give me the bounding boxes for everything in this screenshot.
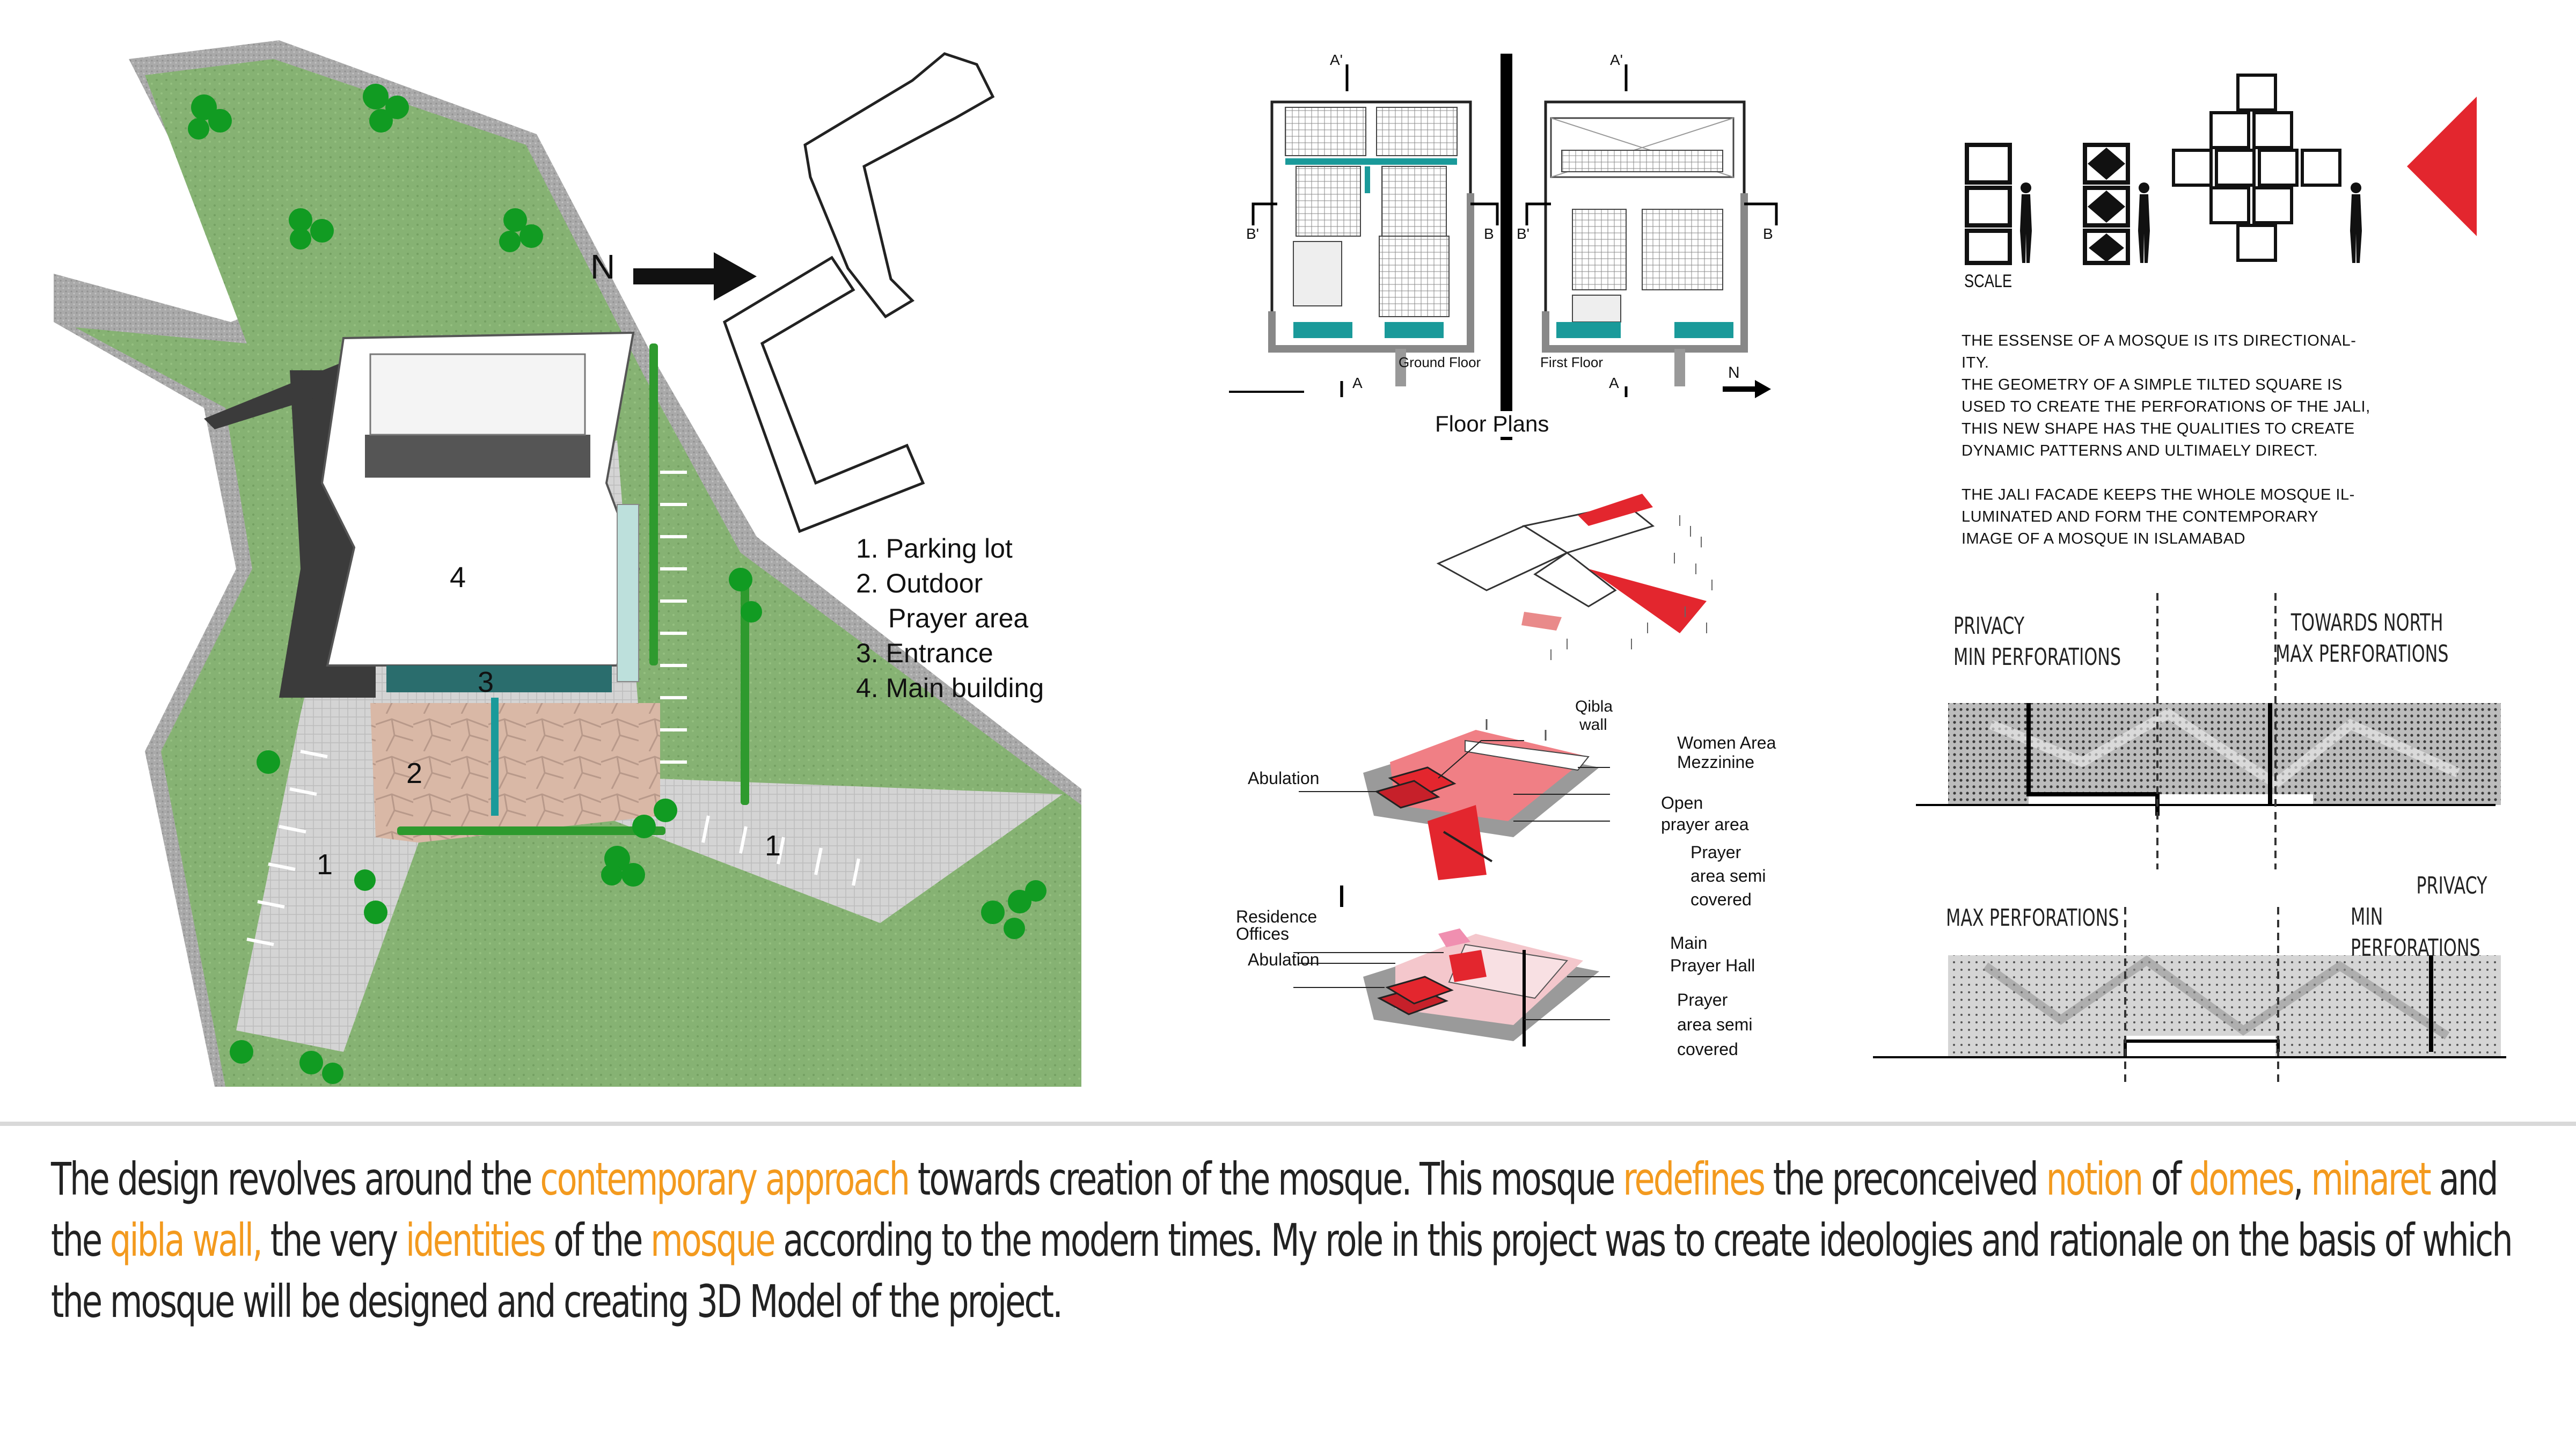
directional-diagram <box>1436 494 1713 660</box>
caption-text: and the <box>51 1153 2499 1267</box>
label-women-area: Women Area Mezzinine <box>1677 733 1776 772</box>
caption-text: the preconceived <box>1763 1153 2046 1205</box>
zone-label-parking: 1 <box>317 848 333 881</box>
label-abulation-upper: Abulation <box>1248 769 1320 788</box>
site-plan: N 1. Parking lot 2. Outdoor Prayer area … <box>0 0 1084 1089</box>
section-mark: B' <box>1517 225 1530 242</box>
north-arrow-icon <box>633 252 757 301</box>
legend-item: 1. Parking lot <box>856 533 1013 564</box>
site-legend: 1. Parking lot 2. Outdoor Prayer area 3.… <box>856 531 1044 706</box>
section-divider <box>0 1122 2576 1126</box>
first-floor-label: First Floor <box>1540 354 1603 370</box>
caption-text: The design revolves around the <box>51 1153 540 1205</box>
section-mark: A' <box>1610 52 1623 68</box>
caption-highlight: minaret <box>2311 1153 2431 1205</box>
caption-highlight: redefines <box>1623 1153 1766 1205</box>
zone-label-main-building: 4 <box>450 561 466 594</box>
zone-label-entrance: 3 <box>478 666 494 698</box>
label-residence-offices: Residence Offices <box>1236 907 1318 943</box>
caption-highlight: contemporary approach <box>540 1153 910 1205</box>
caption-highlight: domes <box>2189 1153 2295 1205</box>
caption-text: according to the modern times. My role i… <box>51 1214 2513 1328</box>
legend-item: Prayer area <box>888 603 1029 633</box>
scale-label: SCALE <box>1964 271 2012 291</box>
section-mark: B <box>1763 225 1773 242</box>
program-axonometric <box>1293 719 1610 1046</box>
floor-plans-title: Floor Plans <box>1433 411 1552 437</box>
floor-plan-north-label: N <box>1728 364 1740 382</box>
site-north-label: N <box>590 247 616 286</box>
facade-bottom-left-label: MAX PERFORATIONS <box>1946 904 2119 932</box>
label-prayer-semi-lower: Prayer area semi covered <box>1677 990 1753 1059</box>
label-prayer-semi-upper: Prayer area semi covered <box>1690 843 1766 909</box>
label-main-prayer-hall: Main Prayer Hall <box>1670 933 1755 975</box>
section-mark: B' <box>1246 225 1260 242</box>
caption-highlight: mosque <box>650 1214 775 1267</box>
floor-plans: A' A' B' B B' B A A Ground Floor First F… <box>1218 43 1782 451</box>
section-mark: A <box>1609 375 1619 391</box>
jali-modules-diagram <box>1965 74 2477 265</box>
caption-highlight: notion <box>2046 1153 2144 1205</box>
jali-description: THE ESSENSE OF A MOSQUE IS ITS DIRECTION… <box>1962 332 2370 547</box>
caption-text: the very <box>261 1214 406 1267</box>
ground-floor-label: Ground Floor <box>1399 354 1481 370</box>
project-caption: The design revolves around the contempor… <box>51 1148 2513 1332</box>
section-mark: A' <box>1330 52 1343 68</box>
label-qibla-wall: Qibla wall <box>1575 698 1613 734</box>
facade-top-right-label: TOWARDS NORTH MAX PERFORATIONS <box>2275 609 2449 668</box>
label-open-prayer-area: Open prayer area <box>1661 793 1749 834</box>
section-mark: A <box>1352 375 1363 391</box>
site-plan-drawing <box>54 40 1081 1087</box>
section-mark: B <box>1484 225 1494 242</box>
zone-label-parking: 1 <box>765 830 781 862</box>
floor-plan-north-arrow-icon <box>1723 380 1771 398</box>
caption-text: of <box>2142 1153 2189 1205</box>
caption-text: , <box>2293 1153 2311 1205</box>
facade-bottom-right-label: PRIVACY MIN PERFORATIONS <box>2351 872 2487 962</box>
legend-item: 4. Main building <box>856 673 1044 703</box>
caption-highlight: qibla wall, <box>109 1214 263 1267</box>
outdoor-prayer-area <box>370 703 660 843</box>
facade-top-left-label: PRIVACY MIN PERFORATIONS <box>1953 612 2121 671</box>
label-abulation-lower: Abulation <box>1248 950 1320 969</box>
caption-text: towards creation of the mosque. This mos… <box>909 1153 1623 1205</box>
caption-text: of the <box>544 1214 651 1267</box>
zone-label-outdoor-prayer: 2 <box>406 757 423 789</box>
legend-item: 3. Entrance <box>856 638 993 668</box>
legend-item: 2. Outdoor <box>856 568 983 598</box>
floor-plans-drawing <box>1229 54 1778 440</box>
facade-elevations <box>1873 593 2506 1084</box>
caption-highlight: identities <box>405 1214 546 1267</box>
